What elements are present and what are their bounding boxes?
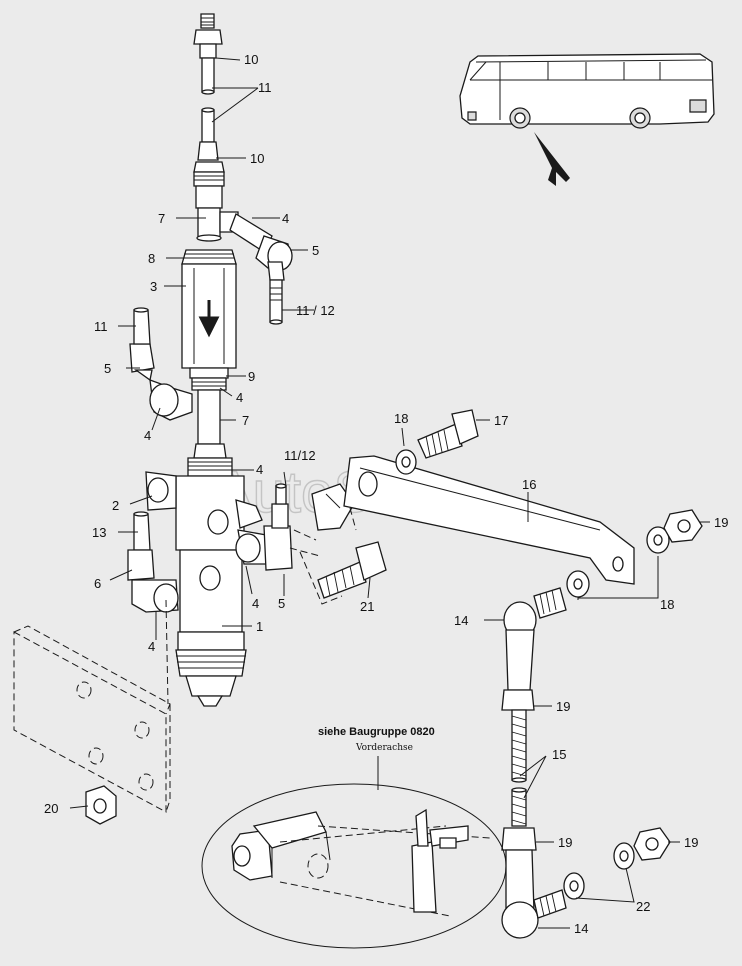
washers-right (566, 509, 703, 598)
callout-11-left: 11 (94, 319, 108, 334)
mounting-plate (13, 625, 171, 813)
connecting-rod (501, 587, 567, 939)
callout-13: 13 (92, 525, 106, 540)
callout-11-12-top: 11 / 12 (296, 303, 335, 318)
callout-5-right: 5 (278, 596, 285, 611)
callout-labels: 10 11 10 7 4 8 5 3 11 / 12 11 5 9 4 4 7 … (44, 52, 728, 936)
callout-14-top: 14 (454, 613, 468, 628)
callout-18-top: 18 (394, 411, 408, 426)
callout-19-bottom: 19 (684, 835, 698, 850)
callout-10-top: 10 (244, 52, 258, 67)
callout-1: 1 (256, 619, 263, 634)
filter-housing (181, 249, 237, 391)
nut-20 (85, 785, 117, 825)
callout-4-bottom: 4 (148, 639, 155, 654)
callout-19-lower: 19 (558, 835, 572, 850)
lever-nut (311, 483, 355, 531)
callout-16: 16 (522, 477, 536, 492)
callout-2: 2 (112, 498, 119, 513)
callout-3: 3 (150, 279, 157, 294)
upper-elbow (219, 211, 293, 325)
callout-20: 20 (44, 801, 58, 816)
top-fitting (193, 13, 225, 242)
callout-21: 21 (360, 599, 374, 614)
callout-15: 15 (552, 747, 566, 762)
callout-6: 6 (94, 576, 101, 591)
location-arrow-icon (534, 132, 570, 186)
lever-arm (343, 455, 635, 585)
bolt-17 (395, 409, 479, 475)
callout-9: 9 (248, 369, 255, 384)
reference-subtitle: Vorderachse (355, 743, 413, 753)
bus-icon (459, 53, 715, 129)
assembly-lines (165, 507, 357, 705)
callout-11-top: 11 (258, 80, 272, 95)
callout-14-bottom: 14 (574, 921, 588, 936)
left-lower-fittings (127, 511, 179, 613)
valve-body (145, 471, 263, 707)
callout-5-left: 5 (104, 361, 111, 376)
callout-11-12-right: 11/12 (284, 448, 316, 463)
callout-17: 17 (494, 413, 508, 428)
reference-title: siehe Baugruppe 0820 (318, 726, 435, 738)
leader-lines (69, 57, 710, 929)
callout-4-right: 4 (252, 596, 259, 611)
right-valve-elbow (235, 483, 293, 571)
callout-19-rod: 19 (556, 699, 570, 714)
middle-tee (129, 307, 233, 477)
callout-18-right: 18 (660, 597, 674, 612)
callout-7-top: 7 (158, 211, 165, 226)
callout-4-top: 4 (282, 211, 289, 226)
callout-4-valve: 4 (256, 462, 263, 477)
callout-4-left: 4 (144, 428, 151, 443)
callout-4-mid: 4 (236, 390, 243, 405)
callout-5-top: 5 (312, 243, 319, 258)
front-axle-reference (201, 783, 507, 949)
callout-7-mid: 7 (242, 413, 249, 428)
callout-8: 8 (148, 251, 155, 266)
bolt-21 (317, 541, 387, 599)
lock-washers (563, 827, 671, 900)
callout-19-right: 19 (714, 515, 728, 530)
callout-22: 22 (636, 899, 650, 914)
callout-10-mid: 10 (250, 151, 264, 166)
